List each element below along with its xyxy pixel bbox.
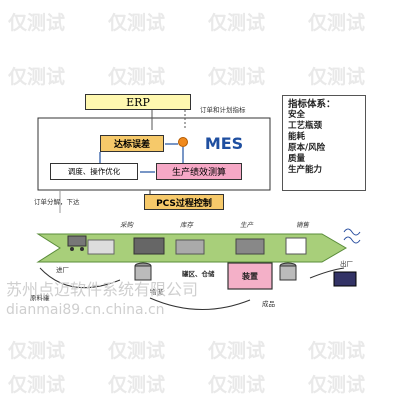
watermark: 仅测试 [108, 12, 166, 34]
pcs-box: PCS过程控制 [144, 194, 224, 210]
watermark: 仅测试 [108, 340, 166, 362]
indicators-panel: 指标体系： 安全 工艺瓶颈 能耗 原本/风险 质量 生产能力 [282, 95, 366, 191]
watermark: 仅测试 [308, 66, 366, 88]
tank-area-label: 罐区、仓储 [182, 270, 215, 278]
watermark: 仅测试 [108, 66, 166, 88]
watermark: 仅测试 [8, 66, 66, 88]
watermark: 仅测试 [208, 374, 266, 396]
watermark: 仅测试 [8, 374, 66, 396]
flow-label-production: 生产 [240, 221, 253, 229]
raw-storage-label: 原料罐 [30, 294, 50, 302]
flow-label-purchase: 采购 [120, 221, 133, 229]
indicators-title: 指标体系： [288, 99, 336, 110]
flow-label-sales: 销售 [296, 221, 309, 229]
watermark: 仅测试 [8, 340, 66, 362]
watermark: 仅测试 [208, 340, 266, 362]
incoming-label: 进厂 [56, 266, 69, 274]
order-dispatch-note: 订单分解，下达 [34, 198, 80, 206]
device-label: 装置 [242, 271, 258, 281]
indicator-item: 原本/风险 [288, 143, 326, 153]
watermark: 仅测试 [208, 12, 266, 34]
erp-label: ERP [126, 95, 150, 109]
url-caption: dianmai89.cn.china.cn [6, 302, 165, 318]
watermark: 仅测试 [308, 374, 366, 396]
finished-label: 成品 [262, 300, 275, 308]
watermark: 仅测试 [308, 12, 366, 34]
target-error-label: 达标误差 [113, 140, 150, 150]
watermark: 仅测试 [8, 12, 66, 34]
indicator-item: 安全 [288, 110, 306, 120]
indicator-item: 能耗 [288, 132, 306, 142]
indicator-item: 生产能力 [288, 165, 323, 175]
logistics-label: 物流 [150, 288, 163, 296]
erp-box: ERP [85, 94, 191, 110]
indicator-item: 质量 [288, 154, 306, 164]
watermark: 仅测试 [108, 374, 166, 396]
flow-label-inventory: 库存 [180, 221, 193, 229]
production-efficiency-box: 生产绩效测算 [156, 163, 242, 180]
adjust-optimize-box: 调度、操作优化 [50, 163, 138, 180]
mes-label: MES [204, 133, 244, 153]
outgoing-label: 出厂 [340, 260, 353, 268]
watermark: 仅测试 [208, 66, 266, 88]
company-caption: 苏州点迈软件系统有限公司 [6, 280, 199, 299]
indicator-item: 工艺瓶颈 [288, 121, 323, 131]
order-note: 订单和计划指标 [200, 106, 246, 114]
watermark: 仅测试 [308, 340, 366, 362]
target-error-box: 达标误差 [100, 135, 164, 152]
